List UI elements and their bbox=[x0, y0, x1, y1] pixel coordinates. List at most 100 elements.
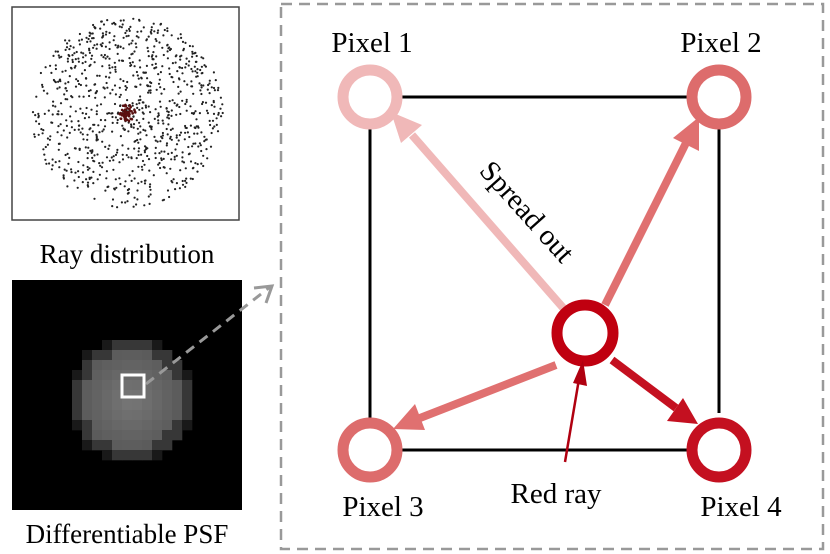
ray-dot bbox=[177, 37, 180, 40]
ray-dot bbox=[167, 123, 170, 126]
ray-dot bbox=[85, 112, 88, 115]
ray-dot bbox=[105, 30, 108, 33]
ray-dot bbox=[166, 57, 169, 60]
ray-dot bbox=[132, 123, 136, 126]
ray-dot bbox=[44, 158, 47, 161]
ray-dot bbox=[134, 139, 137, 143]
ray-dot bbox=[46, 137, 50, 140]
ray-dot bbox=[104, 33, 108, 36]
ray-dot bbox=[77, 160, 80, 164]
ray-dot bbox=[178, 187, 181, 190]
ray-dot bbox=[104, 145, 107, 148]
ray-dot bbox=[124, 31, 127, 35]
ray-dot bbox=[181, 160, 184, 163]
ray-dot bbox=[77, 170, 80, 173]
ray-dot bbox=[54, 64, 57, 67]
ray-dot bbox=[112, 168, 115, 171]
ray-dot bbox=[196, 163, 199, 166]
ray-dot bbox=[174, 61, 177, 64]
ray-dot bbox=[174, 188, 177, 191]
ray-dot bbox=[73, 128, 76, 131]
ray-dot bbox=[56, 87, 59, 90]
psf-cell bbox=[152, 350, 163, 361]
ray-dot bbox=[127, 147, 130, 150]
ray-dot bbox=[85, 178, 88, 181]
ray-dot bbox=[91, 150, 94, 153]
ray-dot bbox=[179, 112, 182, 116]
ray-dot bbox=[167, 117, 171, 120]
ray-dot bbox=[74, 171, 77, 174]
ray-dot bbox=[126, 188, 129, 192]
ray-dot bbox=[211, 127, 214, 130]
ray-dot bbox=[170, 158, 173, 161]
psf-cell bbox=[82, 390, 93, 401]
ray-dot bbox=[149, 193, 152, 196]
red-ray-label: Red ray bbox=[511, 478, 602, 510]
ray-dot bbox=[136, 198, 139, 201]
ray-dot bbox=[51, 164, 54, 167]
psf-cell bbox=[92, 370, 103, 381]
ray-dot bbox=[122, 19, 125, 22]
psf-cell bbox=[102, 380, 113, 391]
ray-dot bbox=[154, 156, 157, 160]
ray-dot bbox=[74, 85, 78, 88]
ray-dot bbox=[91, 156, 94, 159]
ray-dot bbox=[166, 189, 170, 192]
ray-dot bbox=[200, 56, 203, 59]
ray-dot bbox=[165, 142, 169, 145]
ray-dot bbox=[173, 158, 176, 161]
ray-dot bbox=[88, 47, 91, 50]
ray-dot bbox=[124, 180, 127, 183]
ray-dot bbox=[130, 179, 133, 182]
psf-cell bbox=[132, 400, 143, 411]
ray-dot bbox=[111, 205, 114, 208]
ray-dot bbox=[35, 95, 38, 98]
pixel-grid-lines bbox=[368, 95, 721, 452]
ray-dot bbox=[217, 113, 220, 116]
psf-cell bbox=[72, 370, 83, 381]
ray-dot bbox=[166, 50, 169, 53]
ray-dot bbox=[184, 167, 187, 170]
ray-dot bbox=[48, 138, 52, 141]
psf-cell bbox=[162, 350, 173, 361]
ray-dot bbox=[79, 131, 82, 134]
ray-dot bbox=[147, 158, 151, 161]
ray-dot bbox=[155, 55, 158, 58]
ray-dot bbox=[50, 71, 53, 74]
ray-dot bbox=[68, 131, 71, 134]
ray-dot bbox=[184, 179, 187, 182]
ray-dot bbox=[90, 57, 93, 61]
psf-cell bbox=[102, 360, 113, 371]
ray-dot bbox=[85, 36, 88, 39]
ray-dot bbox=[175, 113, 178, 116]
ray-dot bbox=[121, 124, 124, 127]
ray-dot bbox=[175, 136, 178, 139]
ray-dot bbox=[93, 197, 96, 200]
ray-dot bbox=[81, 133, 84, 136]
ray-dot bbox=[176, 70, 179, 73]
ray-dot bbox=[70, 120, 73, 123]
psf-cell bbox=[142, 400, 153, 411]
ray-dot bbox=[42, 89, 46, 92]
ray-dot bbox=[43, 153, 46, 156]
ray-dot bbox=[100, 166, 104, 169]
ray-dot bbox=[137, 147, 141, 150]
ray-dot bbox=[54, 105, 57, 108]
ray-dot bbox=[136, 189, 139, 192]
ray-dot bbox=[42, 129, 45, 132]
ray-dot bbox=[90, 176, 93, 179]
ray-dot bbox=[104, 45, 107, 48]
ray-dot bbox=[104, 57, 107, 60]
ray-dot bbox=[86, 165, 89, 169]
ray-dot bbox=[96, 153, 99, 156]
ray-dot bbox=[191, 55, 194, 58]
ray-dot bbox=[103, 125, 107, 128]
red-ray-circle bbox=[551, 299, 619, 367]
psf-cell bbox=[122, 420, 133, 431]
ray-dot bbox=[197, 145, 200, 148]
ray-dot-center bbox=[128, 104, 132, 107]
ray-dot bbox=[99, 27, 102, 30]
ray-dot bbox=[47, 109, 50, 112]
ray-dot bbox=[153, 135, 156, 138]
ray-dot bbox=[130, 42, 133, 45]
